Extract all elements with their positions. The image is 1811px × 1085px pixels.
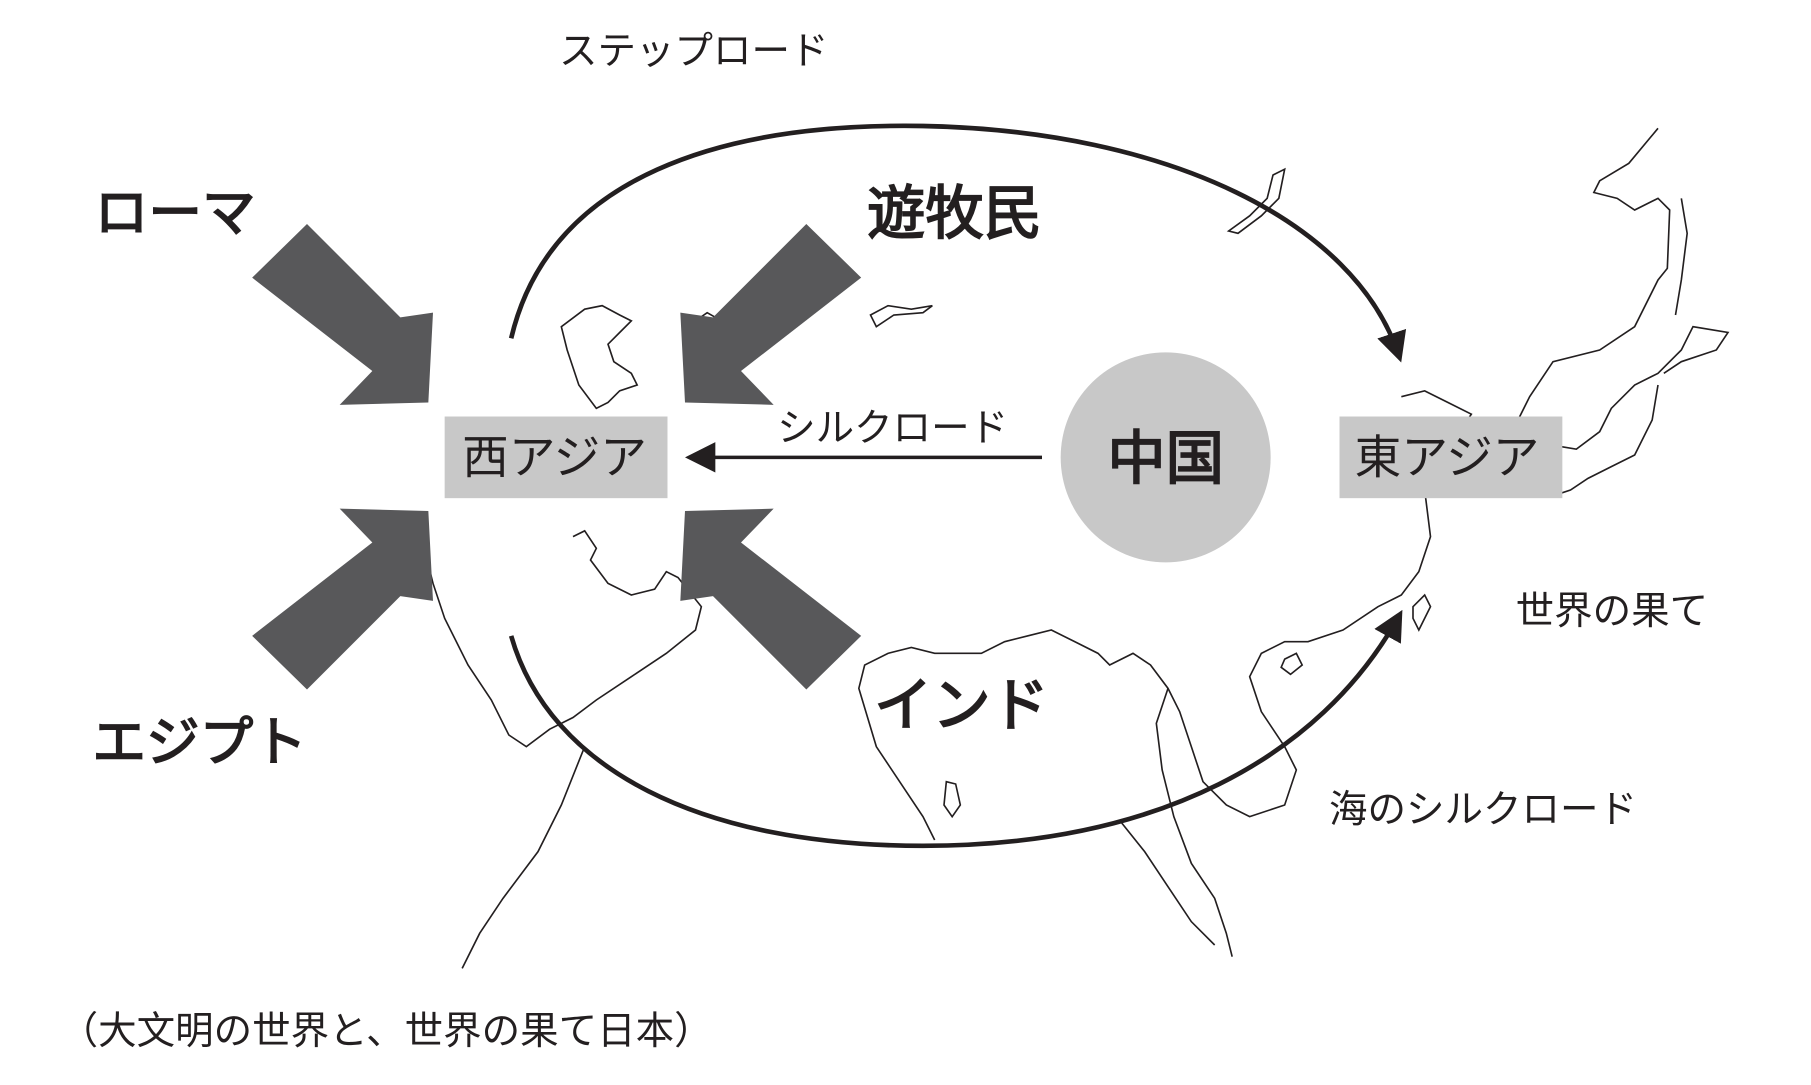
inflow-arrows [252,224,862,690]
arrow-from-nomads [680,224,862,405]
nomads-label: 遊牧民 [867,179,1042,247]
maritime-silk-road-label: 海のシルクロード [1329,788,1637,833]
west-asia-label: 西アジア [462,432,647,486]
china-label: 中国 [1107,424,1224,492]
egypt-label: エジプト [92,711,307,774]
east-asia-label: 東アジア [1355,432,1540,486]
steppe-road-arrow [508,123,1407,363]
silk-road-label: シルクロード [777,406,1008,451]
map-outline [426,127,1730,969]
east-asia-box [1339,416,1563,499]
maritime-silk-road-arrow [508,609,1403,849]
steppe-road-label: ステップロード [559,29,829,74]
caption: （大文明の世界と、世界の果て日本） [60,1009,713,1054]
west-asia-box [444,416,668,499]
arrow-from-india [680,508,862,690]
china-circle [1060,352,1271,563]
india-label: インド [874,672,1049,740]
rome-label: ローマ [95,181,256,244]
arrow-from-egypt [252,508,433,690]
edge-of-world-label: 世界の果て [1516,589,1709,634]
arrow-from-rome [252,224,433,405]
